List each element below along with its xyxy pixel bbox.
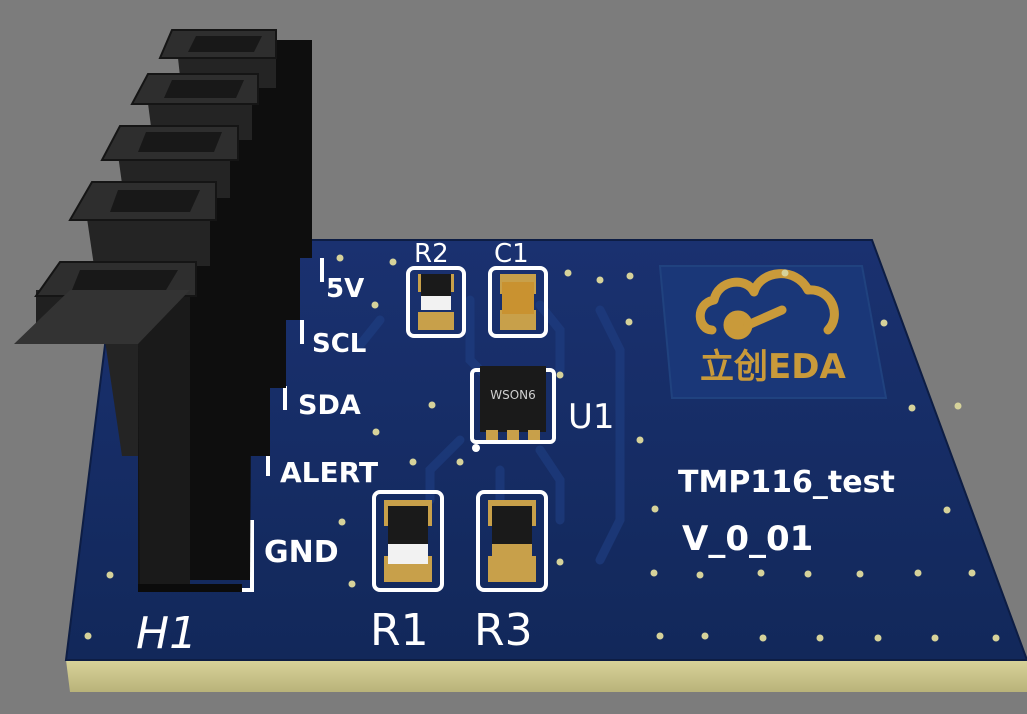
version-label: V_0_01	[682, 519, 813, 559]
header-outline	[140, 258, 324, 592]
label-c1: C1	[494, 239, 529, 269]
pin-label-5v: 5V	[326, 274, 364, 304]
chip-marking: WSON6	[490, 388, 536, 402]
label-r1: R1	[370, 605, 429, 656]
pin-label-sda: SDA	[298, 390, 361, 421]
pin-label-scl: SCL	[312, 329, 366, 359]
resistor-r2	[406, 266, 466, 338]
project-name: TMP116_test	[678, 465, 895, 500]
label-h1: H1	[136, 608, 197, 659]
cloud-logo-icon	[695, 269, 839, 340]
resistor-r1	[372, 490, 444, 592]
pin-label-gnd: GND	[264, 535, 339, 570]
label-r2: R2	[414, 239, 449, 269]
resistor-r3	[476, 490, 548, 592]
label-r3: R3	[474, 605, 533, 656]
pin-header-h1	[14, 29, 312, 592]
chip-u1: WSON6	[470, 366, 556, 452]
header-pin-gnd	[34, 261, 252, 584]
logo-text: 立创EDA	[700, 347, 846, 387]
label-u1: U1	[568, 397, 615, 437]
pin-label-alert: ALERT	[280, 456, 378, 489]
board-edge	[66, 660, 1027, 692]
capacitor-c1	[488, 266, 548, 338]
logo-block: 立创EDA	[658, 265, 888, 399]
vias	[84, 254, 1000, 642]
